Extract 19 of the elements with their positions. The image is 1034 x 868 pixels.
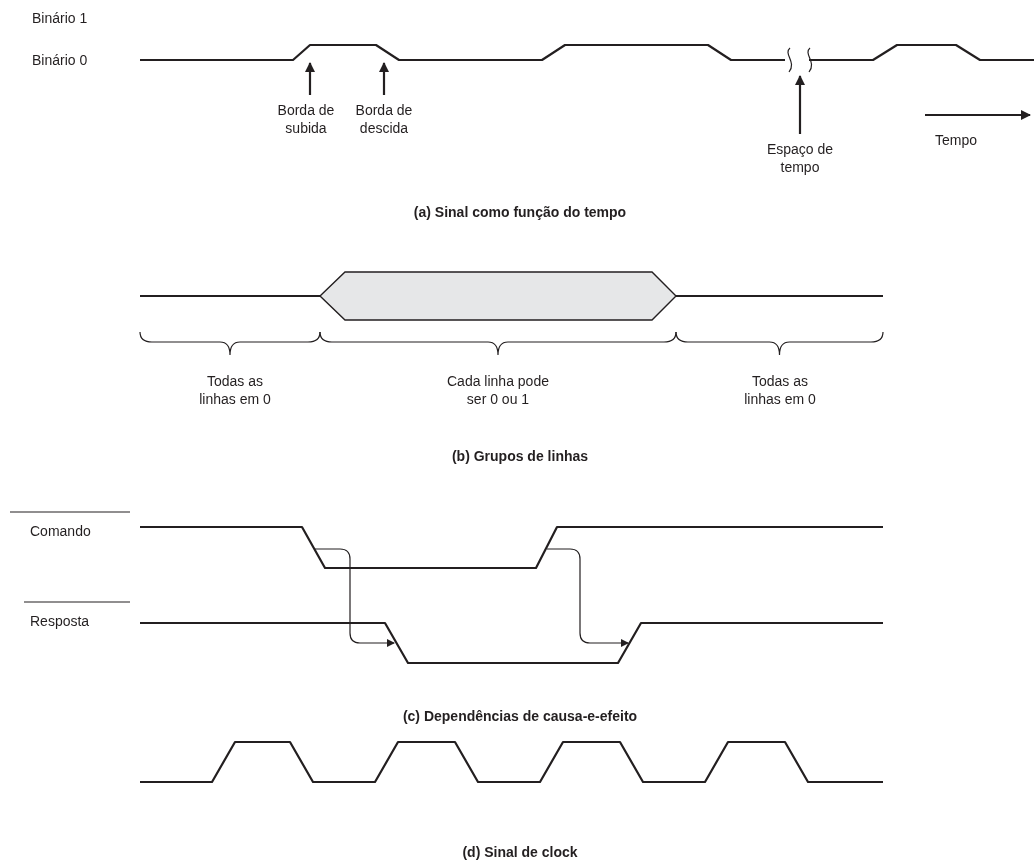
callout-text: Borda de descida [343,101,425,137]
panel-caption: (b) Grupos de linhas [450,447,590,465]
callout-text: Espaço de tempo [760,140,840,176]
leader-arrow [379,62,389,95]
signal-name: Comando [30,522,91,540]
break-mark [787,47,813,73]
bracket-label: Cada linha pode ser 0 ou 1 [446,372,550,408]
panel-caption: (d) Sinal de clock [461,843,579,861]
axis-label: Tempo [935,131,978,149]
leader-arrow [795,75,805,134]
level-label: Binário 0 [32,51,88,69]
signal-name: Resposta [30,612,90,630]
bracket-label: Todas as linhas em 0 [743,372,817,408]
level-label: Binário 1 [32,9,88,27]
leader-arrow [305,62,315,95]
panel-caption: (c) Dependências de causa-e-efeito [401,707,639,725]
panel-caption: (a) Sinal como função do tempo [412,203,628,221]
callout-text: Borda de subida [266,101,346,137]
bracket-label: Todas as linhas em 0 [198,372,272,408]
